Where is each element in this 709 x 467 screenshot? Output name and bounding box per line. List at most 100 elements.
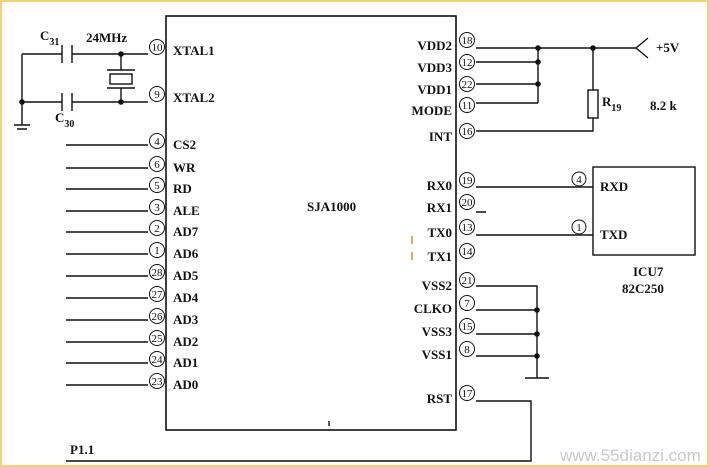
pin-number-circle [149,156,165,172]
left-pin-number: 25 [152,333,164,345]
power-network: +5V R19 8.2 k [476,37,680,132]
right-pin-number: 21 [462,275,473,287]
left-pin-number: 10 [152,42,164,54]
right-pin-number: 11 [462,100,473,112]
right-pin-label: RST [427,391,453,406]
left-pin-number: 3 [154,202,160,214]
pin-number-circle [149,373,165,389]
pin-number-circle [459,194,475,210]
right-pin-number: 8 [464,344,470,356]
c30-label: C30 [55,110,74,130]
left-pin-number: 4 [154,136,160,148]
left-pin-number: 26 [152,311,164,323]
r19-value: 8.2 k [650,98,678,113]
right-pin-label: TX0 [427,225,452,240]
right-pin-label: INT [429,129,452,144]
supply-arrow-symbol [635,37,649,59]
left-pin-label: XTAL1 [173,43,215,58]
left-pin-label: AD5 [173,268,199,283]
reset-network: P1.1 [66,400,532,462]
pin-number-circle [459,32,475,48]
pin-number-circle [459,54,475,70]
right-pin-number: 17 [462,388,474,400]
left-pin-label: WR [173,160,196,175]
pin-number-circle [149,330,165,346]
right-pin-label: VDD2 [417,38,452,53]
right-pin-number: 13 [462,222,474,234]
transceiver-name: ICU7 [633,264,664,279]
right-pin-number: 14 [462,246,474,258]
left-pin-label: RD [173,181,192,196]
left-pin-label: AD1 [173,355,198,370]
right-pin-number: 16 [462,126,474,138]
pin-number-circle [149,351,165,367]
right-pin-number: 22 [462,79,473,91]
left-pin-number: 27 [152,289,164,301]
right-pin-label: VDD3 [417,60,452,75]
transceiver-part: 82C250 [622,281,664,296]
right-pin-label: VSS1 [422,347,452,362]
left-pin-label: AD7 [173,224,199,239]
pin-number-circle [459,123,475,139]
right-pin-group: 18VDD212VDD322VDD111MODE16INT19RX020RX11… [412,32,475,406]
left-pin-number: 1 [154,245,160,257]
ground-network [476,285,549,379]
pin-number-circle [149,220,165,236]
left-pin-number: 23 [152,376,164,388]
right-pin-label: MODE [412,103,452,118]
transceiver-82c250: 4 1 RXD TXD ICU7 82C250 [476,166,696,296]
transceiver-rxd-label: RXD [600,179,628,194]
pin-number-circle [149,286,165,302]
right-pin-label: VSS2 [422,278,452,293]
left-pin-number: 6 [154,159,160,171]
right-pin-label: CLKO [414,301,452,316]
pin-number-circle [149,264,165,280]
pin-number-circle [149,242,165,258]
left-pin-label: AD4 [173,290,199,305]
r19-label: R19 [602,94,621,114]
transceiver-pin4-number: 4 [576,174,582,186]
left-pin-number: 28 [152,267,164,279]
junction-dot [19,99,25,105]
left-pin-number: 24 [152,354,164,366]
resistor-r19-symbol [587,89,599,119]
left-pin-number: 5 [154,180,160,192]
pin-number-circle [459,219,475,235]
watermark: www.55dianzi.com [559,446,701,465]
sja1000-chip [165,15,457,431]
left-pin-label: AD3 [173,312,199,327]
pin-number-circle [459,172,475,188]
pin-number-circle [459,97,475,113]
right-pin-number: 15 [462,321,474,333]
pin-number-circle [459,76,475,92]
pin-number-circle [149,39,165,55]
pin-number-circle [149,177,165,193]
left-pin-number: 9 [154,89,160,101]
pin-number-circle [459,318,475,334]
pin-number-circle [459,385,475,401]
crystal-symbol [107,69,135,89]
pin-number-circle [459,272,475,288]
right-pin-number: 7 [464,298,470,310]
right-pin-number: 19 [462,175,474,187]
p11-label: P1.1 [70,442,94,457]
right-pin-label: VDD1 [417,82,452,97]
left-pin-label: AD2 [173,334,198,349]
supply-label: +5V [656,40,680,55]
pin-number-circle [149,199,165,215]
pin-number-circle [459,341,475,357]
pin-number-circle [149,86,165,102]
oscillator-network: C31 24MHz C30 [14,28,148,130]
capacitor-c30-symbol [61,93,73,111]
left-pin-label: AD0 [173,377,198,392]
left-pin-label: XTAL2 [173,90,215,105]
right-pin-label: RX1 [427,200,452,215]
transceiver-pin1-number: 1 [576,222,582,234]
left-pin-label: ALE [173,203,200,218]
right-pin-label: RX0 [427,178,452,193]
transceiver-txd-label: TXD [600,227,627,242]
capacitor-c31-symbol [61,45,73,63]
right-pin-label: VSS3 [422,324,453,339]
